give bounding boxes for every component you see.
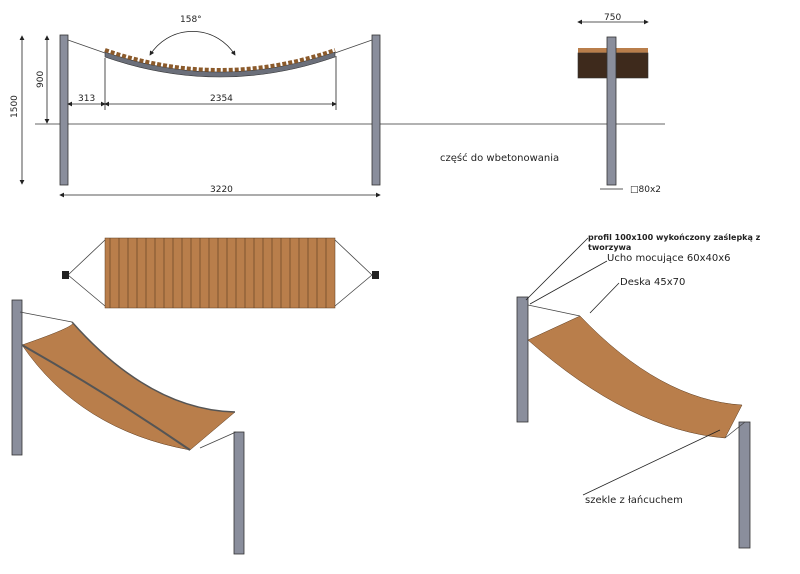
seat-length-label: 2354 (210, 94, 233, 104)
left-post (59, 34, 69, 186)
seat-frame (104, 51, 336, 78)
angle-arc (149, 30, 236, 56)
profile-size-label: □80x2 (630, 185, 661, 195)
height-total-label: 1500 (10, 95, 20, 118)
seat-boards (104, 48, 336, 72)
height-above-ground-label: 900 (36, 71, 46, 88)
iso-view-left (11, 299, 245, 555)
front-view: 158° 1500 900 313 2354 3220 część do wbe… (10, 15, 665, 198)
iso-view-right: profil 100x100 wykończony zaślepką z two… (516, 232, 761, 549)
callout-board: Deska 45x70 (620, 277, 685, 288)
right-post (371, 34, 381, 186)
side-width-label: 750 (604, 13, 621, 23)
offset-label: 313 (78, 94, 95, 104)
callout-bracket: Ucho mocujące 60x40x6 (607, 253, 731, 264)
callout-profile: profil 100x100 wykończony zaślepką z (588, 232, 761, 242)
callout-profile-cont: tworzywa (588, 243, 631, 252)
top-view (62, 237, 379, 309)
callout-shackle: szekle z łańcuchem (585, 494, 683, 506)
side-view: 750 □80x2 (577, 13, 661, 195)
concrete-note: część do wbetonowania (440, 152, 559, 164)
chains (67, 39, 373, 54)
angle-label: 158° (180, 15, 202, 25)
total-length-label: 3220 (210, 185, 233, 195)
